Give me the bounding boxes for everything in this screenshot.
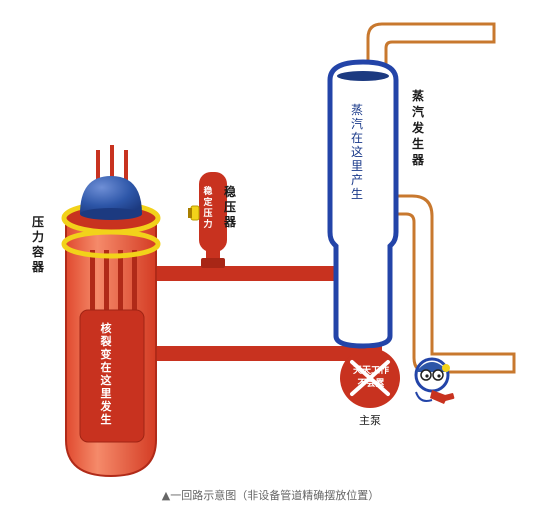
blue-dome bbox=[80, 176, 142, 214]
pressure-vessel-label: 压力容器 bbox=[31, 215, 45, 274]
secondary-loop-bottom-pipe bbox=[394, 194, 516, 374]
pressurizer-label: 稳压器 bbox=[223, 184, 237, 229]
pressurizer-inside-label: 稳定压力 bbox=[202, 185, 213, 230]
pump-cross-icon bbox=[350, 360, 390, 396]
pump-text-line1: 天天工作 bbox=[353, 364, 389, 376]
secondary-loop-top-pipe bbox=[366, 22, 496, 80]
pressure-vessel bbox=[65, 217, 157, 478]
pump-text-line2: 不会累 bbox=[357, 377, 384, 389]
hot-leg-pipe bbox=[150, 266, 342, 281]
mascot-icon bbox=[414, 357, 455, 404]
pressurizer bbox=[188, 172, 227, 252]
sg-inside-label: 蒸汽在这里产生 bbox=[351, 103, 363, 201]
figure-caption: ▲一回路示意图（非设备管道精确摆放位置） bbox=[161, 489, 380, 502]
pressurizer-surge-line bbox=[201, 248, 225, 268]
control-rods bbox=[96, 145, 128, 190]
cold-leg-pipe bbox=[150, 346, 382, 361]
main-pump bbox=[340, 348, 400, 408]
main-pump-label: 主泵 bbox=[359, 414, 381, 427]
steam-generator bbox=[327, 59, 399, 349]
reactor-core bbox=[79, 309, 145, 443]
fission-label: 核裂变在这里发生 bbox=[100, 321, 113, 426]
vessel-head bbox=[61, 176, 161, 259]
steam-generator-label: 蒸汽发生器 bbox=[411, 88, 425, 167]
